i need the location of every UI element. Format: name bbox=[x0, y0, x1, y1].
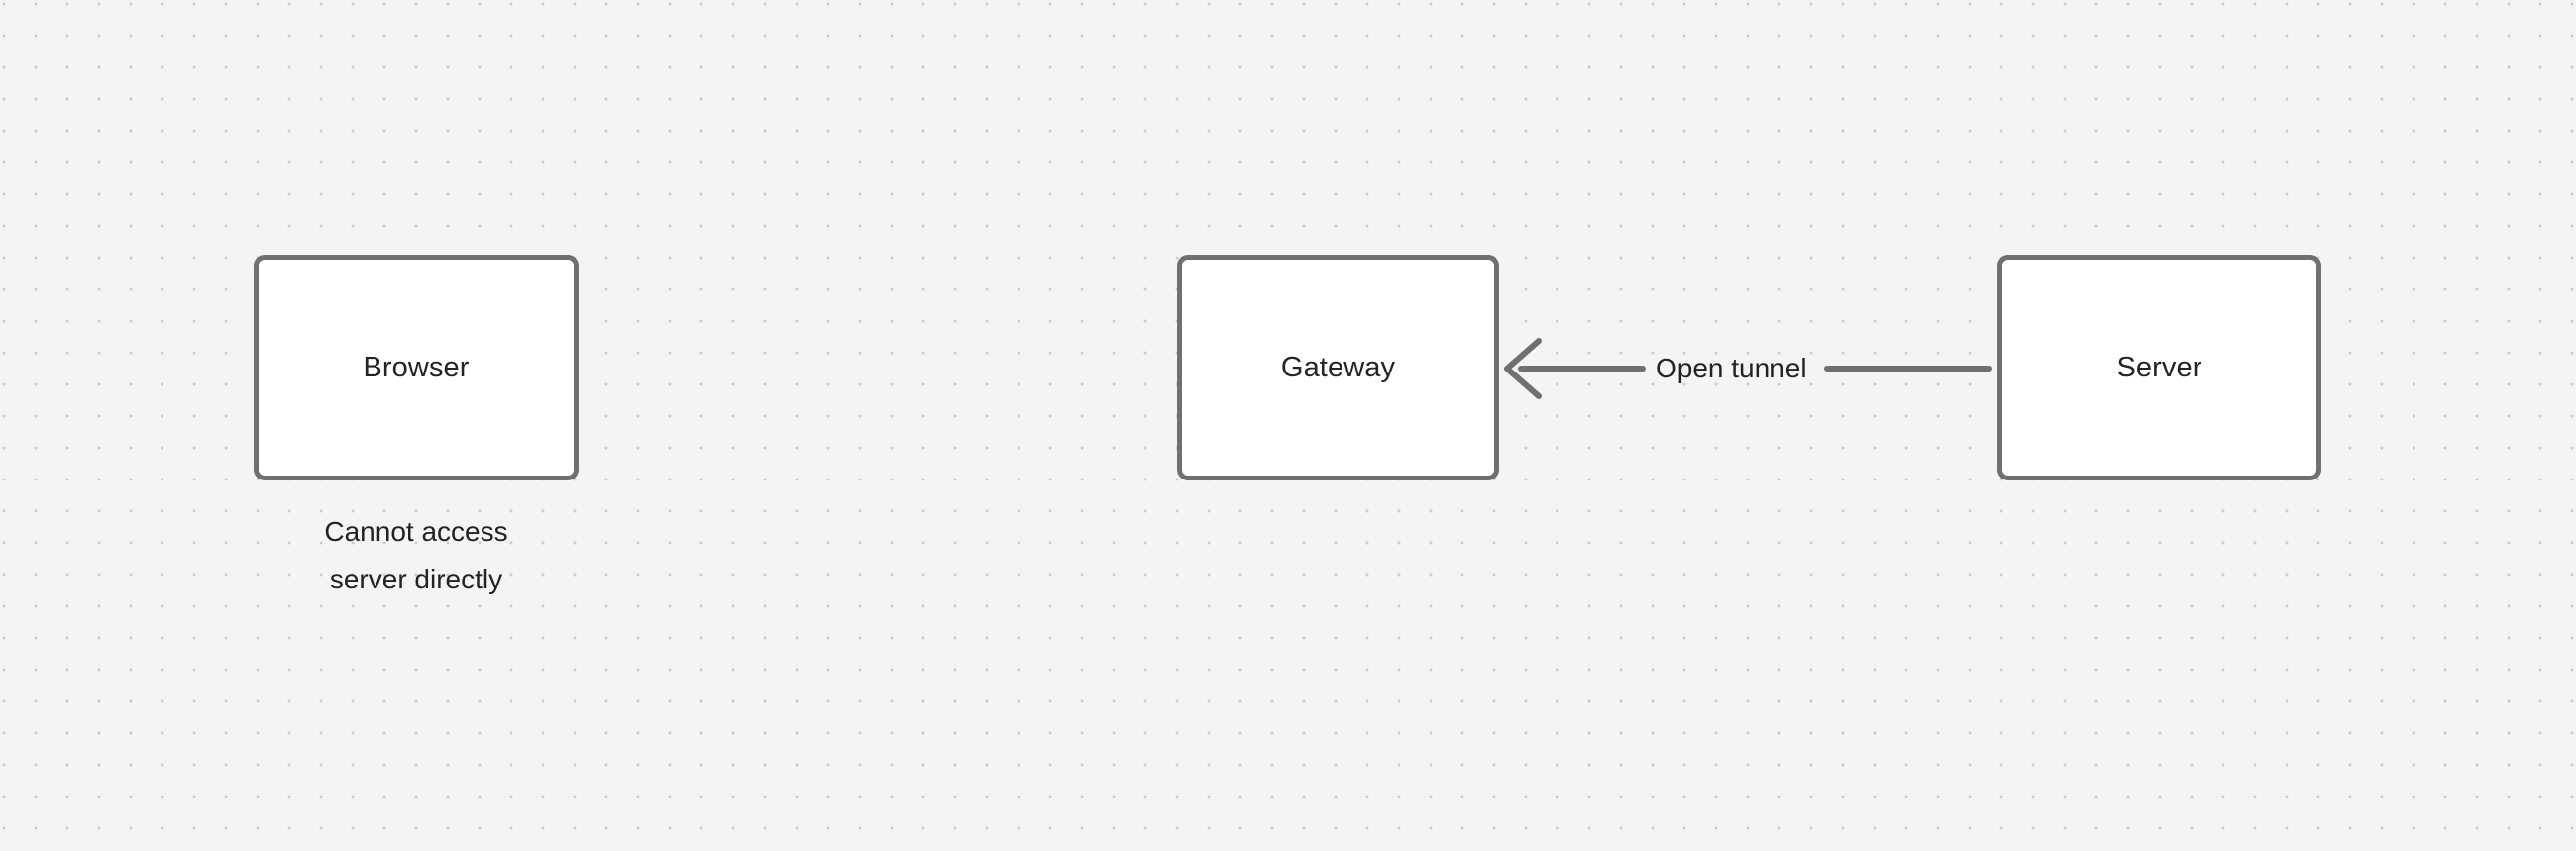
browser-note: Cannot access server directly bbox=[254, 508, 579, 603]
edge-label-open-tunnel: Open tunnel bbox=[1656, 353, 1807, 383]
node-browser-label: Browser bbox=[363, 351, 470, 383]
node-browser[interactable]: Browser bbox=[254, 255, 579, 480]
browser-note-line-2: server directly bbox=[329, 564, 503, 594]
edge-arrowhead-icon bbox=[1504, 338, 1542, 399]
node-server-label: Server bbox=[2116, 351, 2202, 383]
node-server[interactable]: Server bbox=[1997, 255, 2321, 480]
node-gateway[interactable]: Gateway bbox=[1177, 255, 1499, 480]
node-gateway-label: Gateway bbox=[1280, 351, 1396, 383]
browser-note-line-1: Cannot access bbox=[324, 516, 508, 547]
